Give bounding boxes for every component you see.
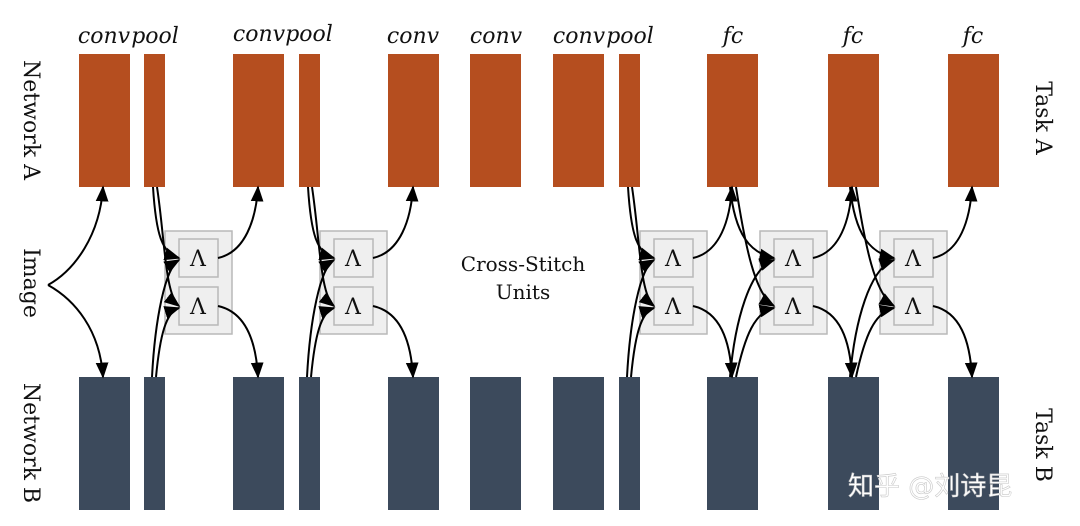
label-pool-5: pool [606, 24, 654, 49]
label-fc-6: fc [721, 24, 743, 49]
task-a-label: Task A [1030, 81, 1055, 156]
lambda-icon: Λ [664, 247, 682, 272]
network-a-label: Network A [18, 60, 43, 181]
label-conv-1: conv [78, 24, 131, 49]
network-b-pool1 [144, 377, 165, 510]
cross-stitch-unit-4: Λ Λ [759, 230, 828, 335]
cross-stitch-caption-line1: Cross-Stitch [461, 252, 586, 276]
label-pool-2: pool [285, 22, 333, 47]
lambda-icon: Λ [784, 295, 802, 320]
network-a-fc6 [707, 54, 758, 187]
image-label: Image [18, 248, 43, 318]
network-b-fc7 [828, 377, 879, 510]
lambda-icon: Λ [189, 247, 207, 272]
task-b-label: Task B [1030, 408, 1055, 482]
network-a-conv4 [470, 54, 521, 187]
network-a-conv5 [553, 54, 604, 187]
network-b-conv3 [388, 377, 439, 510]
network-b-label: Network B [18, 383, 43, 503]
cross-stitch-unit-1: Λ Λ [164, 230, 233, 335]
network-a-fc8 [948, 54, 999, 187]
label-conv-5: conv [553, 24, 606, 49]
label-conv-4: conv [470, 24, 523, 49]
network-a-pool5 [619, 54, 640, 187]
network-b-conv4 [470, 377, 521, 510]
cross-stitch-caption-line2: Units [496, 280, 550, 304]
label-fc-8: fc [961, 24, 983, 49]
network-a-conv3 [388, 54, 439, 187]
cross-stitch-unit-2: Λ Λ [319, 230, 388, 335]
network-a-pool2 [299, 54, 320, 187]
network-b-layers [79, 377, 999, 510]
cross-stitch-unit-5: Λ Λ [879, 230, 948, 335]
label-pool-1: pool [131, 24, 179, 49]
watermark: 知乎 @刘诗昆 [848, 472, 1012, 502]
network-a-fc7 [828, 54, 879, 187]
lambda-icon: Λ [344, 247, 362, 272]
network-b-conv5 [553, 377, 604, 510]
network-a-conv2 [233, 54, 284, 187]
label-fc-7: fc [841, 24, 863, 49]
network-b-conv2 [233, 377, 284, 510]
label-conv-2: conv [233, 22, 286, 47]
network-a-conv1 [79, 54, 130, 187]
network-b-fc8 [948, 377, 999, 510]
network-a-pool1 [144, 54, 165, 187]
layer-type-labels: conv pool conv pool conv conv conv pool … [78, 22, 983, 49]
network-b-pool2 [299, 377, 320, 510]
lambda-icon: Λ [904, 247, 922, 272]
network-a-layers [79, 54, 999, 187]
network-b-fc6 [707, 377, 758, 510]
label-conv-3: conv [387, 24, 440, 49]
network-b-pool5 [619, 377, 640, 510]
lambda-icon: Λ [904, 295, 922, 320]
connection-arrows [47, 185, 978, 379]
lambda-icon: Λ [344, 295, 362, 320]
lambda-icon: Λ [664, 295, 682, 320]
cross-stitch-unit-3: Λ Λ [639, 230, 708, 335]
network-b-conv1 [79, 377, 130, 510]
lambda-icon: Λ [189, 295, 207, 320]
lambda-icon: Λ [784, 247, 802, 272]
